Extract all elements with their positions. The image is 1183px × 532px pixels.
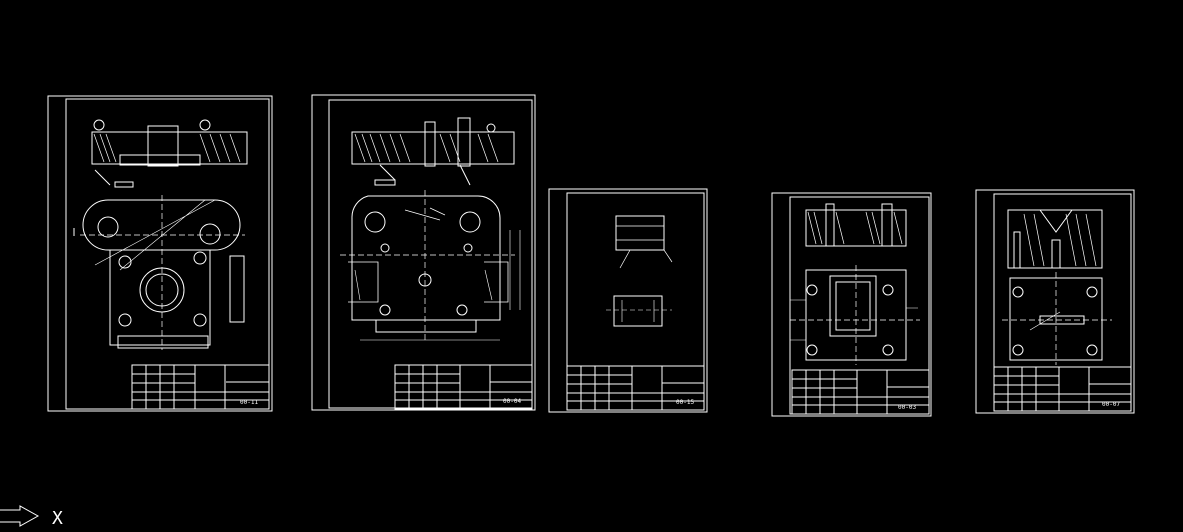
plan-view: [790, 265, 920, 365]
sheet-border: [771, 192, 932, 417]
plan-view: [340, 190, 521, 341]
drawing-number: 00-11: [240, 399, 258, 406]
sheet-border: [311, 94, 536, 411]
drawing-number: 00-07: [1102, 401, 1120, 408]
title-block: [791, 369, 930, 415]
title-block: [131, 364, 270, 410]
drawing-sheet-1[interactable]: 00-11: [47, 95, 273, 412]
section-view: [606, 215, 673, 327]
inner-frame: [65, 98, 270, 410]
drawing-sheet-5[interactable]: 00-07: [975, 189, 1135, 414]
sheet-border: [548, 188, 708, 413]
drawing-sheet-3[interactable]: 00-15: [548, 188, 708, 413]
section-view: [805, 203, 907, 247]
inner-frame: [566, 192, 705, 411]
title-block: [993, 366, 1132, 412]
plan-view: [1002, 272, 1112, 365]
section-view: [91, 119, 248, 188]
sheet-border: [47, 95, 273, 412]
inner-frame: [993, 193, 1132, 412]
plan-view: [73, 195, 245, 350]
title-block: [394, 364, 533, 410]
inner-frame: [789, 196, 930, 415]
drawing-number: 00-15: [676, 399, 694, 406]
section-view: [351, 117, 515, 186]
ucs-arrow-icon: [0, 505, 40, 527]
section-view: [1007, 209, 1103, 269]
ucs-x-axis-label: X: [52, 508, 63, 529]
drawing-number: 00-04: [503, 398, 521, 405]
drawing-number: 00-03: [898, 404, 916, 411]
inner-frame: [328, 99, 533, 409]
sheet-border: [975, 189, 1135, 414]
drawing-sheet-2[interactable]: 00-04: [311, 94, 536, 411]
drawing-sheet-4[interactable]: 00-03: [771, 192, 932, 417]
title-block: [566, 365, 705, 411]
